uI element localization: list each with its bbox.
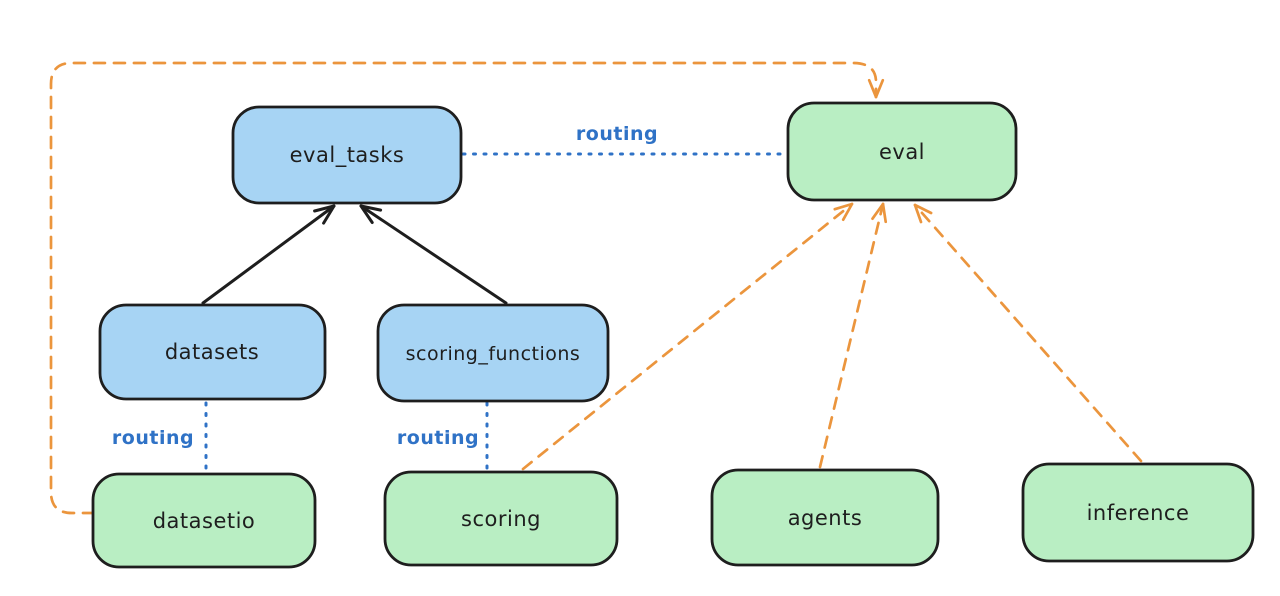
node-eval: eval (786, 101, 1018, 202)
node-eval-tasks-box (231, 105, 463, 205)
node-scoring-functions-box (376, 303, 610, 403)
node-agents: agents (710, 468, 940, 567)
arrowhead-into-eval-top (867, 78, 885, 99)
node-eval-label: eval (879, 140, 925, 164)
edge-scoring-functions-to-eval-tasks (359, 204, 508, 305)
arrowhead-scoring-to-eval (833, 202, 854, 222)
edge-inference-to-eval-path (913, 203, 1143, 463)
routing-label-eval-tasks-eval: routing (576, 123, 658, 145)
node-eval-tasks-label: eval_tasks (290, 143, 405, 168)
edge-datasetio-to-eval (49, 61, 885, 515)
edge-inference-to-eval (913, 203, 1143, 463)
node-datasets-box (98, 303, 327, 401)
node-agents-label: agents (788, 506, 863, 530)
edge-datasets-to-eval-tasks-path (201, 204, 336, 305)
node-eval-tasks: eval_tasks (231, 105, 463, 205)
arrowhead-agents-to-eval (871, 202, 888, 224)
node-agents-box (710, 468, 940, 567)
node-scoring-label: scoring (461, 507, 541, 531)
arrowhead-scoring-functions-to-eval-tasks (359, 204, 383, 224)
node-scoring-box (383, 470, 619, 567)
edge-scoring-functions-to-eval-tasks-path (359, 204, 508, 305)
edge-scoring-to-eval-path (521, 202, 854, 471)
node-inference: inference (1021, 462, 1255, 563)
arrowhead-datasets-to-eval-tasks (313, 204, 336, 225)
node-scoring-functions: scoring_functions (376, 303, 610, 403)
node-datasetio-label: datasetio (153, 509, 256, 533)
edge-scoring-to-eval (521, 202, 854, 471)
node-datasets-label: datasets (165, 340, 259, 364)
node-scoring: scoring (383, 470, 619, 567)
node-datasetio-box (91, 472, 317, 569)
routing-label-scoring-functions-scoring: routing (397, 427, 479, 449)
node-datasets: datasets (98, 303, 327, 401)
routing-label-datasets-datasetio: routing (112, 427, 194, 449)
edge-datasets-to-eval-tasks (201, 204, 336, 305)
node-inference-box (1021, 462, 1255, 563)
node-scoring-functions-label: scoring_functions (406, 343, 581, 365)
node-datasetio: datasetio (91, 472, 317, 569)
arrowhead-inference-to-eval (913, 203, 933, 224)
edge-agents-to-eval-path (818, 202, 885, 469)
edge-datasetio-to-eval-path (49, 61, 878, 515)
edge-agents-to-eval (818, 202, 888, 469)
node-eval-box (786, 101, 1018, 202)
node-inference-label: inference (1087, 501, 1190, 525)
